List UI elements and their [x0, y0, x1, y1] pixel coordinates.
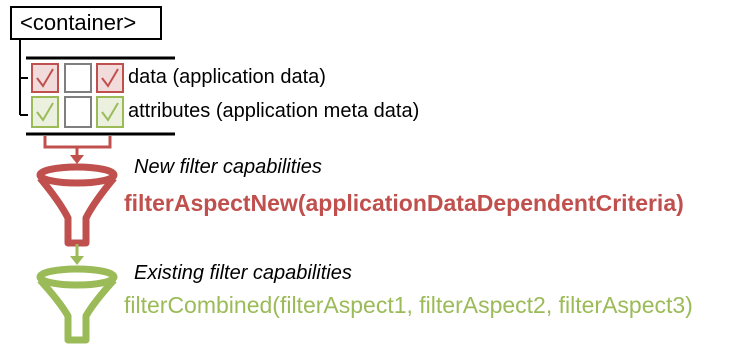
check-icon [101, 68, 119, 88]
data-cell-2 [64, 63, 92, 93]
arrow-down-icon [70, 155, 84, 164]
data-cell-1 [31, 63, 59, 93]
new-filter-function: filterAspectNew(applicationDataDependent… [124, 190, 684, 216]
check-icon [101, 102, 119, 122]
funnel-icon [36, 163, 118, 247]
container-tag: <container> [10, 6, 162, 40]
new-filter-caption: New filter capabilities [134, 156, 322, 178]
data-flow-connector [43, 136, 112, 156]
attributes-cell-3 [96, 96, 124, 128]
funnel-icon [36, 265, 118, 344]
data-cell-3 [96, 63, 124, 93]
check-icon [36, 102, 54, 122]
data-row-label: data (application data) [128, 66, 326, 88]
arrow-down-icon [70, 256, 84, 265]
attributes-cell-1 [31, 96, 59, 128]
attributes-row-label: attributes (application meta data) [128, 100, 420, 122]
existing-filter-caption: Existing filter capabilities [134, 262, 352, 284]
check-icon [36, 68, 54, 88]
attributes-cell-2 [64, 96, 92, 128]
existing-filter-function: filterCombined(filterAspect1, filterAspe… [124, 292, 693, 318]
